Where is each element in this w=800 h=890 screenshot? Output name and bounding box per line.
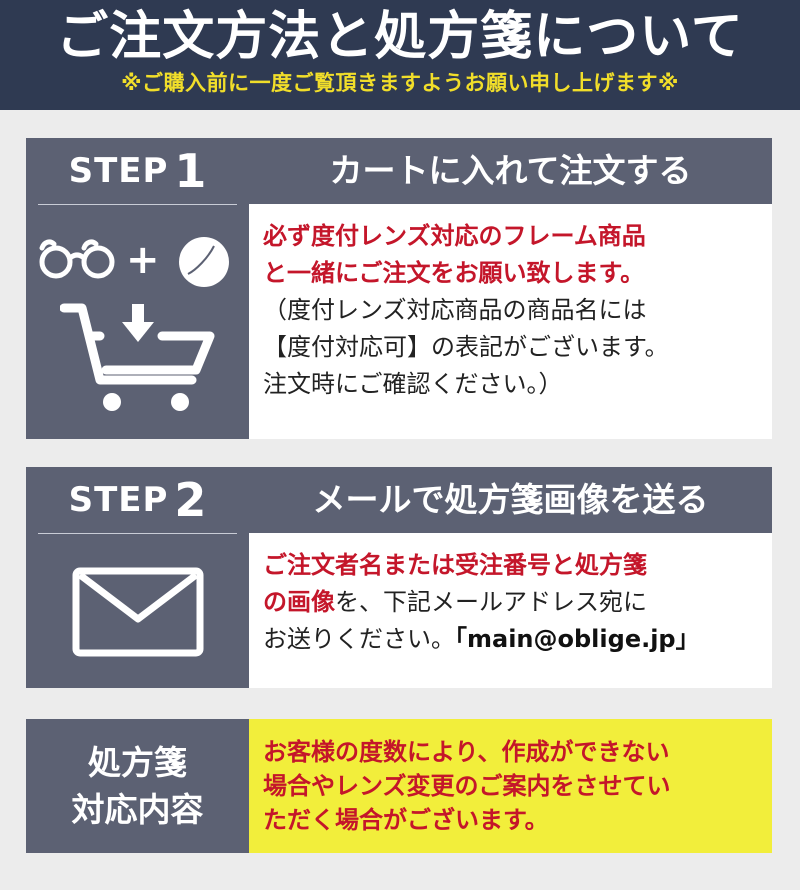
step-1-word: STEP bbox=[68, 151, 169, 191]
step-2-line-2-rest: を、下記メールアドレス宛に bbox=[335, 588, 647, 616]
step-1-line-5: 注文時にご確認ください。） bbox=[263, 370, 563, 398]
step-2-line-2-red: の画像 bbox=[263, 588, 335, 616]
prescription-label-line-1: 処方箋 bbox=[88, 743, 187, 782]
page-header: ご注文方法と処方箋について ※ご購入前に一度ご覧頂きますようお願い申し上げます※ bbox=[0, 0, 800, 110]
step-2-word: STEP bbox=[68, 480, 169, 520]
step-1-line-3: （度付レンズ対応商品の商品名には bbox=[263, 296, 647, 324]
step-1-divider bbox=[38, 204, 237, 205]
email-address: 「main@oblige.jp」 bbox=[455, 625, 700, 653]
step-2-line-2: の画像を、下記メールアドレス宛に bbox=[263, 584, 772, 621]
step-1-number: 1 bbox=[174, 144, 207, 198]
step-1-content: 必ず度付レンズ対応のフレーム商品 と一緒にご注文をお願い致します。 （度付レンズ… bbox=[249, 204, 772, 439]
page-subtitle: ※ご購入前に一度ご覧頂きますようお願い申し上げます※ bbox=[121, 71, 679, 95]
glasses-icon bbox=[39, 239, 115, 279]
shopping-cart-icon bbox=[60, 303, 215, 411]
page-title: ご注文方法と処方箋について bbox=[56, 7, 744, 67]
prescription-note-line-1: お客様の度数により、作成ができない bbox=[263, 738, 670, 766]
prescription-note-line-2: 場合やレンズ変更のご案内をさせてい bbox=[263, 772, 671, 800]
step-2-heading: メールで処方箋画像を送る bbox=[249, 467, 772, 533]
prescription-label: 処方箋 対応内容 bbox=[26, 719, 249, 853]
step-2-line-3: お送りください。「main@oblige.jp」 bbox=[263, 621, 772, 658]
envelope-icon bbox=[72, 567, 204, 657]
step-2-number: 2 bbox=[174, 473, 207, 527]
step-2-line-3-pre: お送りください。 bbox=[263, 625, 455, 653]
step-2-divider bbox=[38, 533, 237, 534]
down-arrow-icon bbox=[122, 304, 154, 342]
prescription-note-line-3: ただく場合がございます。 bbox=[263, 806, 549, 834]
prescription-label-line-2: 対応内容 bbox=[71, 790, 204, 829]
step-1-line-4: 【度付対応可】の表記がございます。 bbox=[263, 333, 669, 361]
prescription-note: お客様の度数により、作成ができない 場合やレンズ変更のご案内をさせてい ただく場… bbox=[249, 719, 772, 853]
prescription-section: 処方箋 対応内容 お客様の度数により、作成ができない 場合やレンズ変更のご案内を… bbox=[26, 719, 772, 853]
step-2-content: ご注文者名または受注番号と処方箋 の画像を、下記メールアドレス宛に お送りくださ… bbox=[249, 533, 772, 688]
step-1-line-1: 必ず度付レンズ対応のフレーム商品 bbox=[263, 222, 646, 250]
step-2-line-1: ご注文者名または受注番号と処方箋 bbox=[263, 551, 647, 579]
lens-icon bbox=[179, 237, 229, 287]
step-1-heading: カートに入れて注文する bbox=[249, 138, 772, 204]
step-1-line-2: と一緒にご注文をお願い致します。 bbox=[263, 259, 645, 287]
plus-sign: + bbox=[126, 237, 160, 283]
